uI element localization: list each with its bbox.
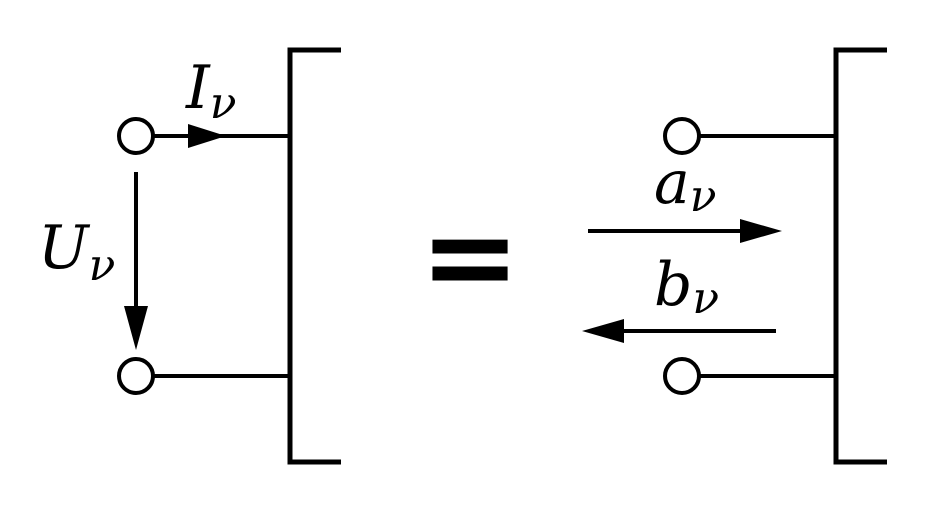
voltage-subscript: ν [89, 240, 116, 291]
left-port: Iν Uν [38, 47, 341, 465]
reflected-wave-symbol: b [654, 250, 692, 320]
left-top-terminal [117, 117, 155, 155]
current-subscript: ν [210, 78, 237, 129]
incident-wave-arrow-head [740, 219, 782, 243]
right-bottom-terminal [663, 357, 701, 395]
equals-sign: = [420, 188, 521, 327]
reflected-wave-arrow-head [582, 319, 624, 343]
reflected-wave-subscript: ν [692, 273, 719, 324]
current-label: Iν [185, 53, 236, 129]
incident-wave-subscript: ν [690, 171, 717, 222]
current-arrow-head [188, 124, 226, 148]
voltage-symbol: U [38, 213, 91, 283]
left-bottom-terminal [117, 357, 155, 395]
current-symbol: I [185, 53, 211, 123]
incident-wave-symbol: a [654, 148, 690, 218]
left-network-bracket [287, 47, 341, 465]
reflected-wave-label: bν [654, 250, 719, 324]
right-network-bracket [833, 47, 887, 465]
incident-wave-label: aν [654, 148, 717, 222]
voltage-arrow-head [124, 306, 148, 350]
voltage-label: Uν [38, 213, 115, 291]
right-top-terminal [663, 117, 701, 155]
right-port: aν bν [582, 47, 887, 465]
